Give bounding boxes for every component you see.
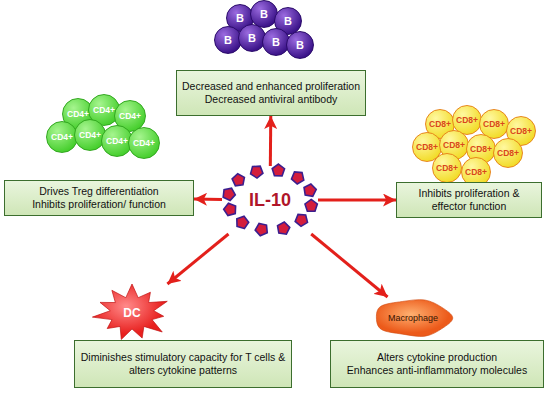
- effect-box: Diminishes stimulatory capacity for T ce…: [74, 340, 292, 388]
- effect-text: Decreased antiviral antibody: [205, 93, 338, 106]
- il10-pentagon: [278, 222, 290, 234]
- node-label: B: [224, 34, 232, 46]
- node-label: CD8+: [429, 119, 451, 129]
- node-label: CD8+: [510, 126, 532, 136]
- il10-center: IL-10: [222, 166, 318, 234]
- macrophage-cell: Macrophage: [372, 297, 454, 339]
- cd4-t-cell: CD4+: [128, 127, 160, 159]
- node-label: B: [248, 32, 256, 44]
- effect-text: Decreased and enhanced proliferation: [182, 80, 360, 93]
- node-label: B: [296, 39, 304, 51]
- node-label: CD8+: [416, 142, 438, 152]
- il10-pentagon: [272, 164, 284, 176]
- cd8-t-cell: CD8+: [432, 153, 462, 183]
- il10-pentagon: [304, 184, 316, 196]
- effect-box: Alters cytokine productionEnhances anti-…: [330, 340, 544, 388]
- effect-box: Drives Treg differentiationInhibits prol…: [4, 180, 194, 216]
- node-label: CD8+: [470, 144, 492, 154]
- il10-pentagon: [305, 199, 317, 211]
- node-label: CD8+: [465, 167, 487, 177]
- effect-box: Decreased and enhanced proliferationDecr…: [176, 70, 366, 116]
- il10-pentagon: [237, 216, 249, 228]
- node-label: CD4+: [79, 130, 101, 140]
- node-label: CD4+: [67, 109, 89, 119]
- il10-pentagon: [232, 174, 244, 186]
- node-label: B: [284, 15, 292, 27]
- node-label: CD4+: [133, 138, 155, 148]
- arrow-connector: [269, 116, 272, 166]
- il10-pentagon: [223, 188, 235, 200]
- node-label: CD8+: [443, 140, 465, 150]
- effect-text: Alters cytokine production: [377, 351, 497, 364]
- node-label: DC: [123, 306, 140, 320]
- node-label: CD8+: [483, 119, 505, 129]
- effect-text: Inhibits proliferation & effector functi…: [401, 187, 537, 213]
- effect-text: Inhibits proliferation/ function: [32, 198, 166, 211]
- node-label: B: [236, 12, 244, 24]
- il10-pentagon: [251, 166, 263, 178]
- arrow-connector: [167, 234, 228, 284]
- arrow-connector: [311, 234, 387, 297]
- effect-text: Diminishes stimulatory capacity for T ce…: [79, 351, 287, 377]
- node-label: CD8+: [497, 148, 519, 158]
- arrow-connector: [194, 198, 222, 201]
- node-label: CD4+: [51, 132, 73, 142]
- node-label: CD8+: [436, 163, 458, 173]
- macrophage-blob: [376, 300, 452, 337]
- node-label: IL-10: [249, 190, 291, 211]
- arrow-connector: [318, 199, 396, 202]
- il10-pentagon: [291, 172, 303, 184]
- node-label: B: [272, 36, 280, 48]
- b-cell: B: [286, 31, 314, 59]
- dendritic-cell: DC: [92, 284, 172, 342]
- node-label: B: [260, 8, 268, 20]
- node-label: CD4+: [106, 136, 128, 146]
- effect-box: Inhibits proliferation & effector functi…: [396, 182, 542, 218]
- il10-pentagon: [295, 214, 307, 226]
- effect-text: Enhances anti-inflammatory molecules: [347, 364, 527, 377]
- cd8-t-cell: CD8+: [493, 138, 523, 168]
- star-shape: [92, 284, 167, 339]
- node-label: CD4+: [119, 111, 141, 121]
- node-label: Macrophage: [388, 313, 438, 323]
- il10-pentagon: [224, 203, 236, 215]
- effect-text: Drives Treg differentiation: [39, 185, 158, 198]
- node-label: CD8+: [456, 115, 478, 125]
- il10-pentagon: [255, 223, 267, 235]
- node-label: CD4+: [93, 105, 115, 115]
